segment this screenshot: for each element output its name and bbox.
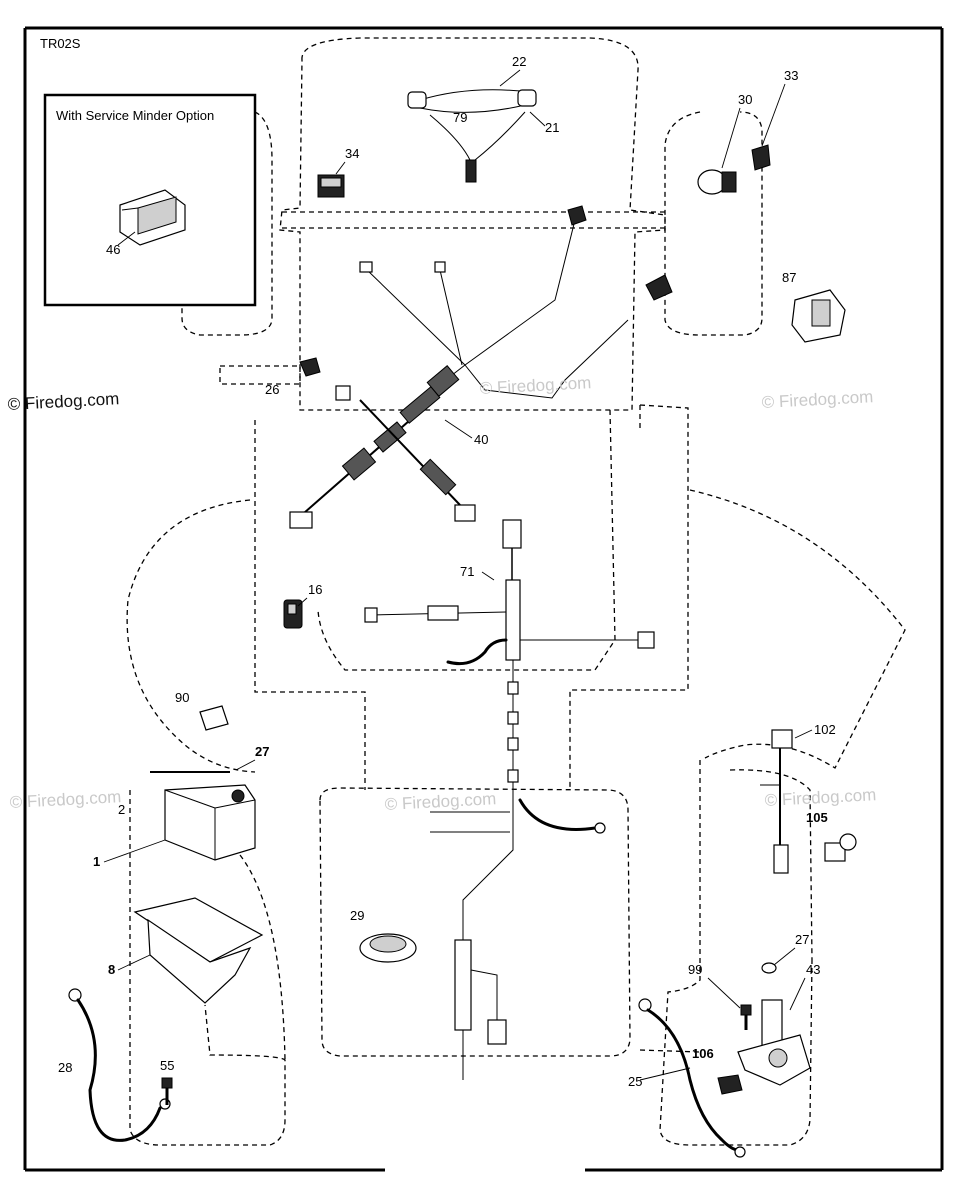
part-label-55: 55 [160,1058,174,1073]
service-minder-part [119,189,186,246]
part-label-106: 106 [692,1046,714,1061]
relay-87 [791,289,846,343]
part-16-switch [283,599,303,629]
bolt-55 [161,1077,173,1105]
part-label-1: 1 [93,854,100,869]
headlight-harness [407,89,537,183]
part-label-30: 30 [738,92,752,107]
service-minder-inset: With Service Minder Option 46 [43,93,257,307]
rear-harness-71 [364,519,655,1080]
part-label-34: 34 [345,146,359,161]
solenoid-43 [737,962,811,1086]
part-label-40: 40 [474,432,488,447]
watermark-lower-center: © Firedog.com [384,789,497,814]
diagram-frame [23,26,944,1172]
part-label-28: 28 [58,1060,72,1075]
part-label-102: 102 [814,722,836,737]
ignition-switch [697,144,771,195]
part-label-27-bottom: 27 [795,932,809,947]
part-label-26: 26 [265,382,279,397]
part-label-71: 71 [460,564,474,579]
tractor-outline [126,37,906,1146]
diagram-code: TR02S [40,36,81,51]
watermark-center: © Firedog.com [479,373,592,398]
part-label-29: 29 [350,908,364,923]
part-label-25: 25 [628,1074,642,1089]
part-label-43: 43 [806,962,820,977]
part-label-16: 16 [308,582,322,597]
battery-1 [150,771,256,861]
main-harness-40 [289,205,673,529]
part-label-99: 99 [688,962,702,977]
part-label-21: 21 [545,120,559,135]
bolt-99 [740,1004,752,1030]
part-105-solenoid [824,833,857,862]
part-label-8: 8 [108,962,115,977]
switch-34 [317,174,345,198]
part-102-harness [760,729,793,874]
part-29-grommet [359,933,417,963]
part-label-90: 90 [175,690,189,705]
part-label-2: 2 [118,802,125,817]
part-label-33: 33 [784,68,798,83]
part-90-switch [199,705,229,731]
watermark-lower-right: © Firedog.com [764,785,877,810]
part-label-105: 105 [806,810,828,825]
part-26-clip [299,357,321,377]
part-label-46: 46 [106,242,120,257]
watermark-right: © Firedog.com [761,387,874,412]
inset-title: With Service Minder Option [56,108,214,123]
battery-cable-25 [638,998,746,1158]
part-label-79: 79 [453,110,467,125]
part-label-22: 22 [512,54,526,69]
battery-cable-28 [68,988,171,1142]
part-label-27-top: 27 [255,744,269,759]
part-label-87: 87 [782,270,796,285]
battery-tray-8 [133,897,264,1004]
part-106-clip [717,1074,743,1095]
